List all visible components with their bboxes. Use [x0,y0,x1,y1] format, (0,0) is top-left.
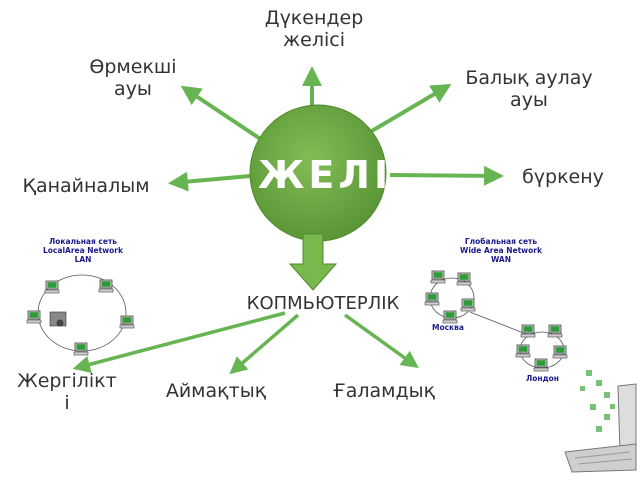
lan-title-line3: LAN [74,255,92,264]
wan-link [469,311,527,335]
label-stores-line1: Дүкендер [264,7,364,29]
label-local-line2: і [64,392,70,414]
label-spider-line1: Өрмекші [89,56,177,78]
arrow-spider [180,85,264,142]
arrow-sprinkle [389,165,504,186]
city-london: Лондон [526,374,559,383]
wan-title-line1: Глобальная сеть [464,237,538,246]
label-stores-line2: желісі [283,29,345,51]
wan-diagram [424,270,568,372]
lan-title-line2: LocalArea Network [43,246,123,255]
laptop-keys-1 [574,451,631,459]
label-regional: Аймақтық [165,380,267,402]
down-arrow [288,233,338,291]
label-global: Ғаламдық [332,380,436,402]
computer-arrows [72,311,419,375]
lan-title: Локальная сеть LocalArea Network LAN [28,237,138,264]
branch-arrows [168,66,504,192]
label-local: Жергілікт і [6,370,128,414]
wan-title-line2: Wide Area Network [460,246,542,255]
laptop-illustration [564,383,637,473]
label-spider: Өрмекші ауы [72,56,194,100]
city-moscow: Москва [432,323,464,332]
arrow-blood [168,171,251,192]
label-sprinkle: бүркену [522,166,604,188]
laptop-screen [617,383,637,453]
label-stores: Дүкендер желісі [244,7,384,51]
label-fishing: Балық аулау ауы [446,67,612,111]
laptop-keys-2 [577,458,633,465]
arrow-fishing [368,83,452,134]
arrow-global [343,313,419,369]
label-local-line1: Жергілікт [17,370,117,392]
arrow-local [72,311,286,373]
green-squares-decoration [580,370,615,432]
wan-title: Глобальная сеть Wide Area Network WAN [446,237,556,264]
center-label: ЖЕЛІ [257,153,393,197]
label-fishing-line2: ауы [510,89,548,111]
label-spider-line2: ауы [114,78,152,100]
lan-printer-dot [56,319,64,327]
arrow-regional [229,313,300,375]
lan-diagram [26,274,135,356]
lan-title-line1: Локальная сеть [48,237,118,246]
laptop-base [564,443,637,473]
label-computers: КОПМЬЮТЕРЛІК [246,293,400,314]
label-fishing-line1: Балық аулау [465,67,593,89]
wan-title-line3: WAN [490,255,512,264]
label-blood: Қанайналым [22,175,150,197]
